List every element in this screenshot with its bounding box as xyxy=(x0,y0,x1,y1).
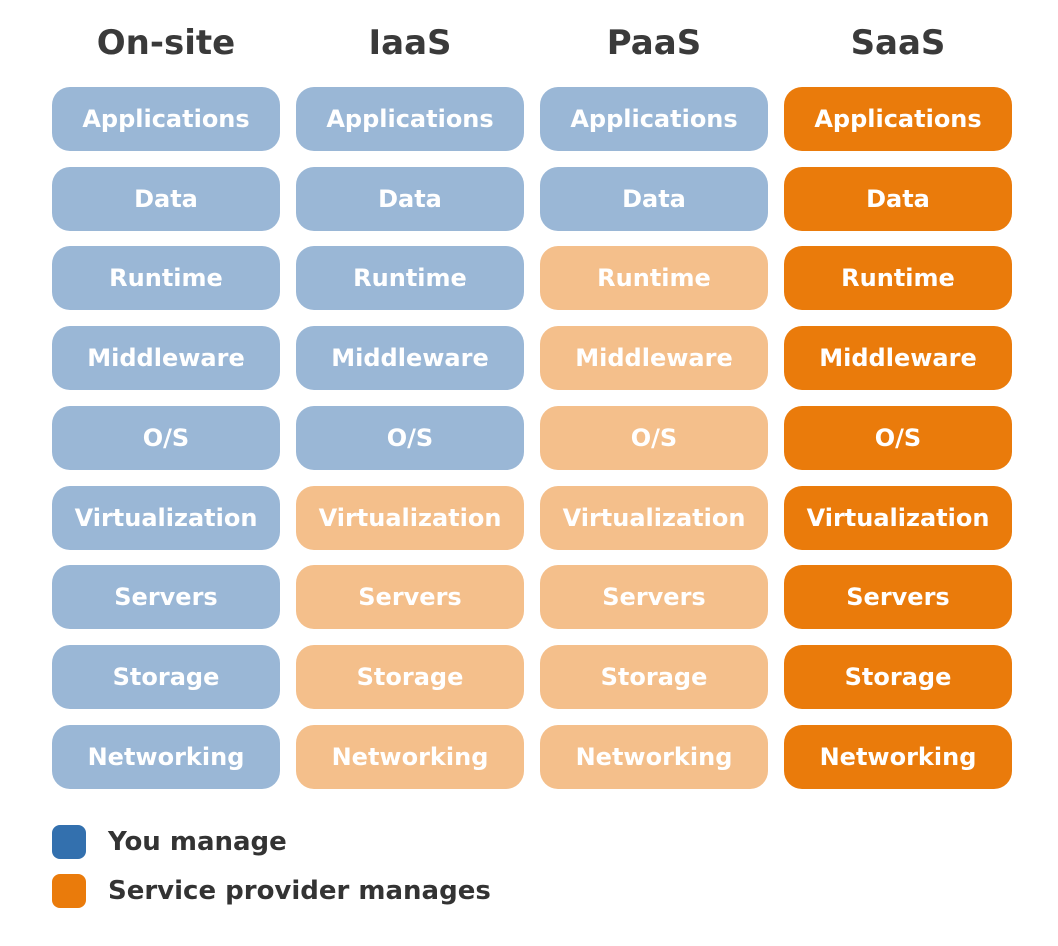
tile-on-site-virtualization: Virtualization xyxy=(52,486,280,550)
tile-saas-data: Data xyxy=(784,167,1012,231)
tile-saas-storage: Storage xyxy=(784,645,1012,709)
tile-on-site-data: Data xyxy=(52,167,280,231)
column-title-saas: SaaS xyxy=(850,23,946,63)
tile-paas-servers: Servers xyxy=(540,565,768,629)
tile-paas-runtime: Runtime xyxy=(540,246,768,310)
tile-saas-applications: Applications xyxy=(784,87,1012,151)
tile-on-site-runtime: Runtime xyxy=(52,246,280,310)
tile-iaas-virtualization: Virtualization xyxy=(296,486,524,550)
legend-swatch-you xyxy=(52,825,86,859)
tile-iaas-applications: Applications xyxy=(296,87,524,151)
tile-paas-o-s: O/S xyxy=(540,406,768,470)
tile-on-site-middleware: Middleware xyxy=(52,326,280,390)
tile-paas-data: Data xyxy=(540,167,768,231)
legend-label-you: You manage xyxy=(108,827,287,857)
tile-iaas-middleware: Middleware xyxy=(296,326,524,390)
tile-saas-networking: Networking xyxy=(784,725,1012,789)
tile-saas-o-s: O/S xyxy=(784,406,1012,470)
legend-swatch-provider xyxy=(52,874,86,908)
tile-saas-servers: Servers xyxy=(784,565,1012,629)
tile-saas-virtualization: Virtualization xyxy=(784,486,1012,550)
tile-iaas-servers: Servers xyxy=(296,565,524,629)
tile-paas-networking: Networking xyxy=(540,725,768,789)
tile-iaas-storage: Storage xyxy=(296,645,524,709)
tile-iaas-o-s: O/S xyxy=(296,406,524,470)
tile-paas-applications: Applications xyxy=(540,87,768,151)
tile-iaas-data: Data xyxy=(296,167,524,231)
tile-on-site-servers: Servers xyxy=(52,565,280,629)
tile-paas-storage: Storage xyxy=(540,645,768,709)
tile-paas-middleware: Middleware xyxy=(540,326,768,390)
legend-provider-manages: Service provider manages xyxy=(52,871,491,911)
column-title-paas: PaaS xyxy=(606,23,702,63)
column-title-on-site: On-site xyxy=(96,23,236,63)
tile-on-site-storage: Storage xyxy=(52,645,280,709)
tile-paas-virtualization: Virtualization xyxy=(540,486,768,550)
tile-on-site-applications: Applications xyxy=(52,87,280,151)
tile-saas-middleware: Middleware xyxy=(784,326,1012,390)
tile-iaas-runtime: Runtime xyxy=(296,246,524,310)
tile-on-site-o-s: O/S xyxy=(52,406,280,470)
tile-on-site-networking: Networking xyxy=(52,725,280,789)
tile-saas-runtime: Runtime xyxy=(784,246,1012,310)
tile-iaas-networking: Networking xyxy=(296,725,524,789)
legend-label-provider: Service provider manages xyxy=(108,876,491,906)
column-title-iaas: IaaS xyxy=(368,23,452,63)
legend-you-manage: You manage xyxy=(52,822,287,862)
